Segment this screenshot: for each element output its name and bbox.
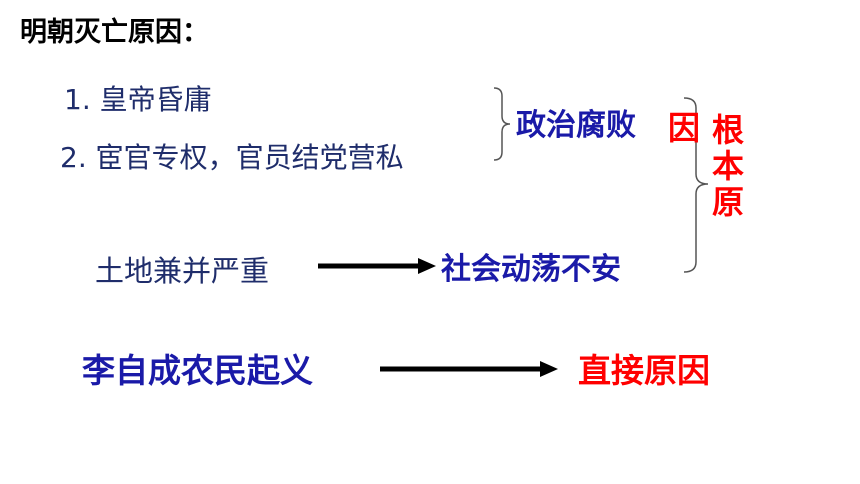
- society-unrest-label: 社会动荡不安: [441, 252, 621, 287]
- root-cause-char: 本: [712, 147, 745, 185]
- politics-label: 政治腐败: [516, 108, 636, 143]
- root-cause-char: 原: [712, 183, 745, 221]
- brace-politics: [493, 87, 511, 161]
- cause-item-emperor: 1. 皇帝昏庸: [64, 83, 212, 116]
- uprising-label: 李自成农民起义: [82, 351, 313, 390]
- root-cause-char: 因: [668, 109, 701, 147]
- direct-cause-label: 直接原因: [578, 351, 710, 390]
- brace-root-cause: [683, 97, 709, 273]
- root-cause-char: 根: [712, 111, 745, 149]
- root-cause-label-col1: 因: [668, 110, 700, 146]
- land-annexation-label: 土地兼并严重: [95, 254, 270, 288]
- arrow-land-to-society: [318, 258, 436, 274]
- arrow-uprising-to-direct: [380, 361, 558, 377]
- root-cause-label-col2: 根 本 原: [712, 112, 744, 220]
- page-title: 明朝灭亡原因：: [20, 17, 209, 48]
- cause-item-eunuchs: 2. 宦官专权，官员结党营私: [60, 141, 404, 174]
